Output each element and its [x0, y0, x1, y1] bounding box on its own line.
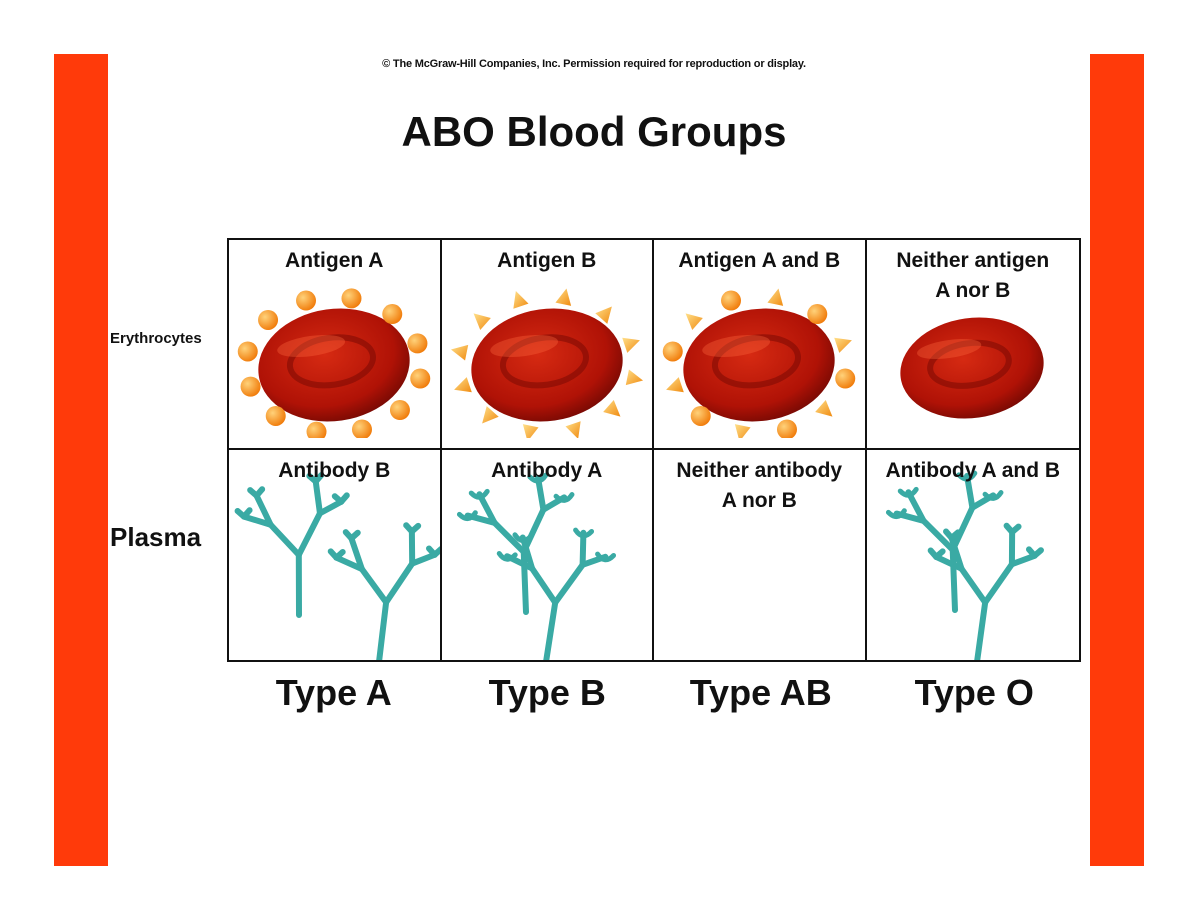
antigen-label: Antigen B [497, 249, 597, 272]
cell-type-o-plasma: Antibody A and B [867, 450, 1080, 660]
cell-type-a-erythrocyte: Antigen A [229, 240, 442, 450]
type-label-o: Type O [914, 672, 1034, 713]
blood-type-labels: Type A Type B Type AB Type O [227, 672, 1081, 714]
left-side-bar [54, 54, 108, 866]
row-label-erythrocytes: Erythrocytes [110, 330, 202, 347]
right-side-bar [1090, 54, 1144, 866]
cell-type-a-plasma: Antibody B [229, 450, 442, 660]
cell-type-o-erythrocyte: Neither antigen A nor B [866, 240, 1079, 450]
antibody-label: Neither antibody A nor B [676, 459, 843, 512]
antigen-label: Antigen A [285, 249, 384, 272]
cell-type-b-plasma: Antibody A [442, 450, 654, 660]
red-blood-cell [683, 308, 835, 422]
antibody-label: Antibody A and B [885, 459, 1061, 482]
red-blood-cell [470, 308, 623, 422]
row-label-plasma: Plasma [110, 522, 202, 552]
erythrocyte-antigen-a-illustration [237, 288, 431, 438]
copyright-notice: © The McGraw-Hill Companies, Inc. Permis… [382, 58, 806, 70]
cell-type-ab-plasma: Neither antibody A nor B [654, 450, 867, 660]
antibody-a-and-b-illustration [885, 470, 1044, 660]
antigen-label: Antigen A and B [678, 249, 841, 272]
type-label-a: Type A [275, 672, 392, 713]
antibody-a-illustration [456, 472, 616, 660]
cell-type-b-erythrocyte: Antigen B [441, 240, 654, 450]
erythrocyte-no-antigen-illustration [899, 317, 1044, 419]
red-blood-cell [258, 308, 410, 422]
erythrocyte-antigen-ab-illustration [662, 288, 856, 438]
type-label-ab: Type AB [689, 672, 832, 713]
antibody-label: Antibody B [278, 459, 391, 482]
erythrocyte-antigen-b-illustration [450, 288, 643, 438]
antibody-label: Antibody A [491, 459, 603, 482]
red-blood-cell [899, 317, 1044, 419]
type-label-b: Type B [488, 672, 606, 713]
antibody-b-illustration [234, 472, 440, 660]
cell-type-ab-erythrocyte: Antigen A and B [654, 240, 867, 450]
blood-group-table: Antigen A Antigen B Antigen A and B Neit… [227, 238, 1081, 662]
page-title: ABO Blood Groups [401, 108, 787, 155]
antigen-label: Neither antigen A nor B [896, 249, 1050, 302]
